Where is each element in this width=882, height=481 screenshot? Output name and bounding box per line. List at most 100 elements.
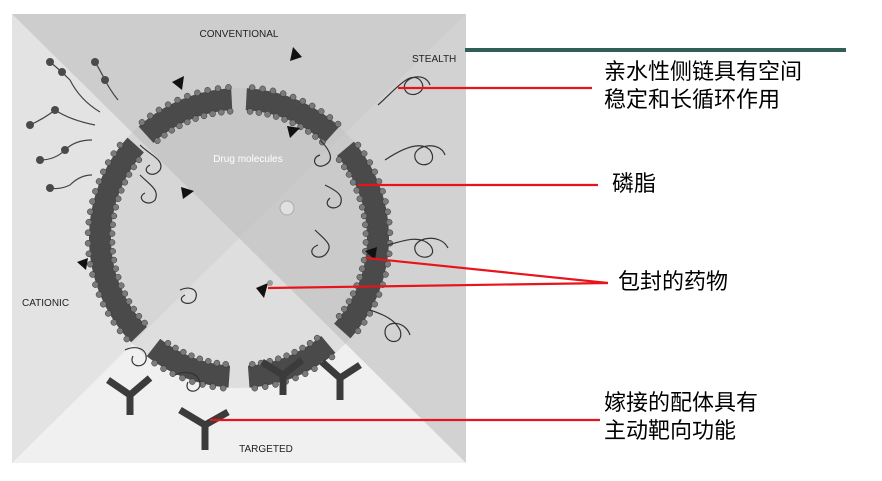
phospholipid-head [184,92,191,100]
peg-coil [124,347,147,367]
phospholipid-head [274,355,282,363]
phospholipid-head [176,122,183,130]
antibody-ligand [260,357,305,395]
phospholipid-head [366,159,374,166]
phospholipid-head [112,265,120,272]
phospholipid-head [272,113,280,120]
phospholipid-head [104,159,112,166]
phospholipid-head [130,305,137,313]
phospholipid-head [341,163,348,171]
phospholipid-head [100,168,107,176]
label-conventional: CONVENTIONAL [200,29,279,40]
phospholipid-head [375,291,383,298]
peg-coil [313,139,332,167]
phospholipid-head [110,150,118,157]
phospholipid-head [117,282,125,289]
bilayer-segment [334,141,389,339]
cationic-bead [61,146,69,154]
antibody-ligand [106,375,153,415]
quadrant-stealth [239,14,466,463]
phospholipid-head [209,110,216,118]
phospholipid-head [87,260,94,268]
phospholipid-head [161,132,168,139]
phospholipid-head [110,212,118,220]
phospholipid-head [345,298,353,305]
phospholipid-head [189,378,196,385]
drug-molecule [290,47,302,61]
phospholipid-head [312,133,319,140]
drug-molecules [77,47,377,298]
phospholipid-head [194,89,201,97]
phospholipid-head [354,327,362,335]
phospholipid-head [174,96,181,104]
phospholipid-head [138,119,146,126]
phospholipid-head [92,281,99,288]
label-targeted: TARGETED [239,444,293,455]
peg-coil [369,309,411,343]
phospholipid-head [384,260,391,268]
phospholipid-head [192,115,199,122]
phospholipid-head [249,361,256,368]
phospholipid-head [214,85,222,92]
phospholipid-head [354,141,362,149]
cationic-bead [26,121,34,129]
phospholipid-head [155,106,163,114]
phospholipid-head [169,370,177,377]
phospholipid-head [281,116,288,123]
phospholipid-head [360,319,368,326]
peg-coil [174,371,201,392]
phospholipid-head [164,101,172,108]
phospholipid-head [172,344,179,352]
phospholipid-head [269,87,277,95]
phospholipid-head [289,119,296,127]
phospholipid-head [225,84,232,91]
phospholipid-head [114,195,122,203]
phospholipid-head [164,340,172,347]
label-drug-molecules: Drug molecules [213,154,282,165]
phospholipid-head [108,239,116,246]
phospholipid-head [328,353,336,361]
phospholipid-head [304,128,312,135]
drug-molecule [287,126,300,138]
phospholipid-head [188,352,195,360]
phospholipid-head [89,198,96,205]
phospholipid-head [371,300,378,308]
phospholipid-head [384,208,391,216]
drug-molecule [172,76,184,90]
phospholipid-head [375,178,383,185]
phospholipid-head [289,93,297,101]
phospholipid-head [168,127,175,134]
phospholipid-head [349,290,357,297]
phospholipid-head [279,90,287,97]
phospholipid-head [114,273,122,281]
phospholipid-head [251,384,259,392]
phospholipid-head [272,381,279,388]
phospholipid-head [299,344,306,352]
antibody-ligand [319,359,362,400]
phospholipid-head [334,120,342,128]
phospholipid-head [184,118,191,126]
phospholipid-head [135,312,143,320]
phospholipid-head [135,156,143,164]
phospholipid-head [209,383,217,390]
quadrant-targeted [12,238,466,463]
phospholipid-head [362,230,370,237]
pointer-encapsulated-2 [267,281,609,290]
peg-coil [324,184,342,209]
phospholipid-head [311,365,318,373]
phospholipid-head [85,250,93,258]
phospholipid-head [84,229,92,236]
phospholipid-head [179,374,186,382]
phospholipid-head [219,384,227,392]
phospholipid-head [386,229,394,236]
phospholipid-head [205,357,212,365]
phospholipid-head [362,221,369,228]
phospholipid-head [213,359,221,367]
phospholipid-head [358,265,366,272]
phospholipid-head [366,310,374,317]
cationic-bead [46,184,54,192]
label-stealth: STEALTH [412,54,456,65]
phospholipid-head [204,87,211,94]
phospholipid-head [371,168,378,176]
